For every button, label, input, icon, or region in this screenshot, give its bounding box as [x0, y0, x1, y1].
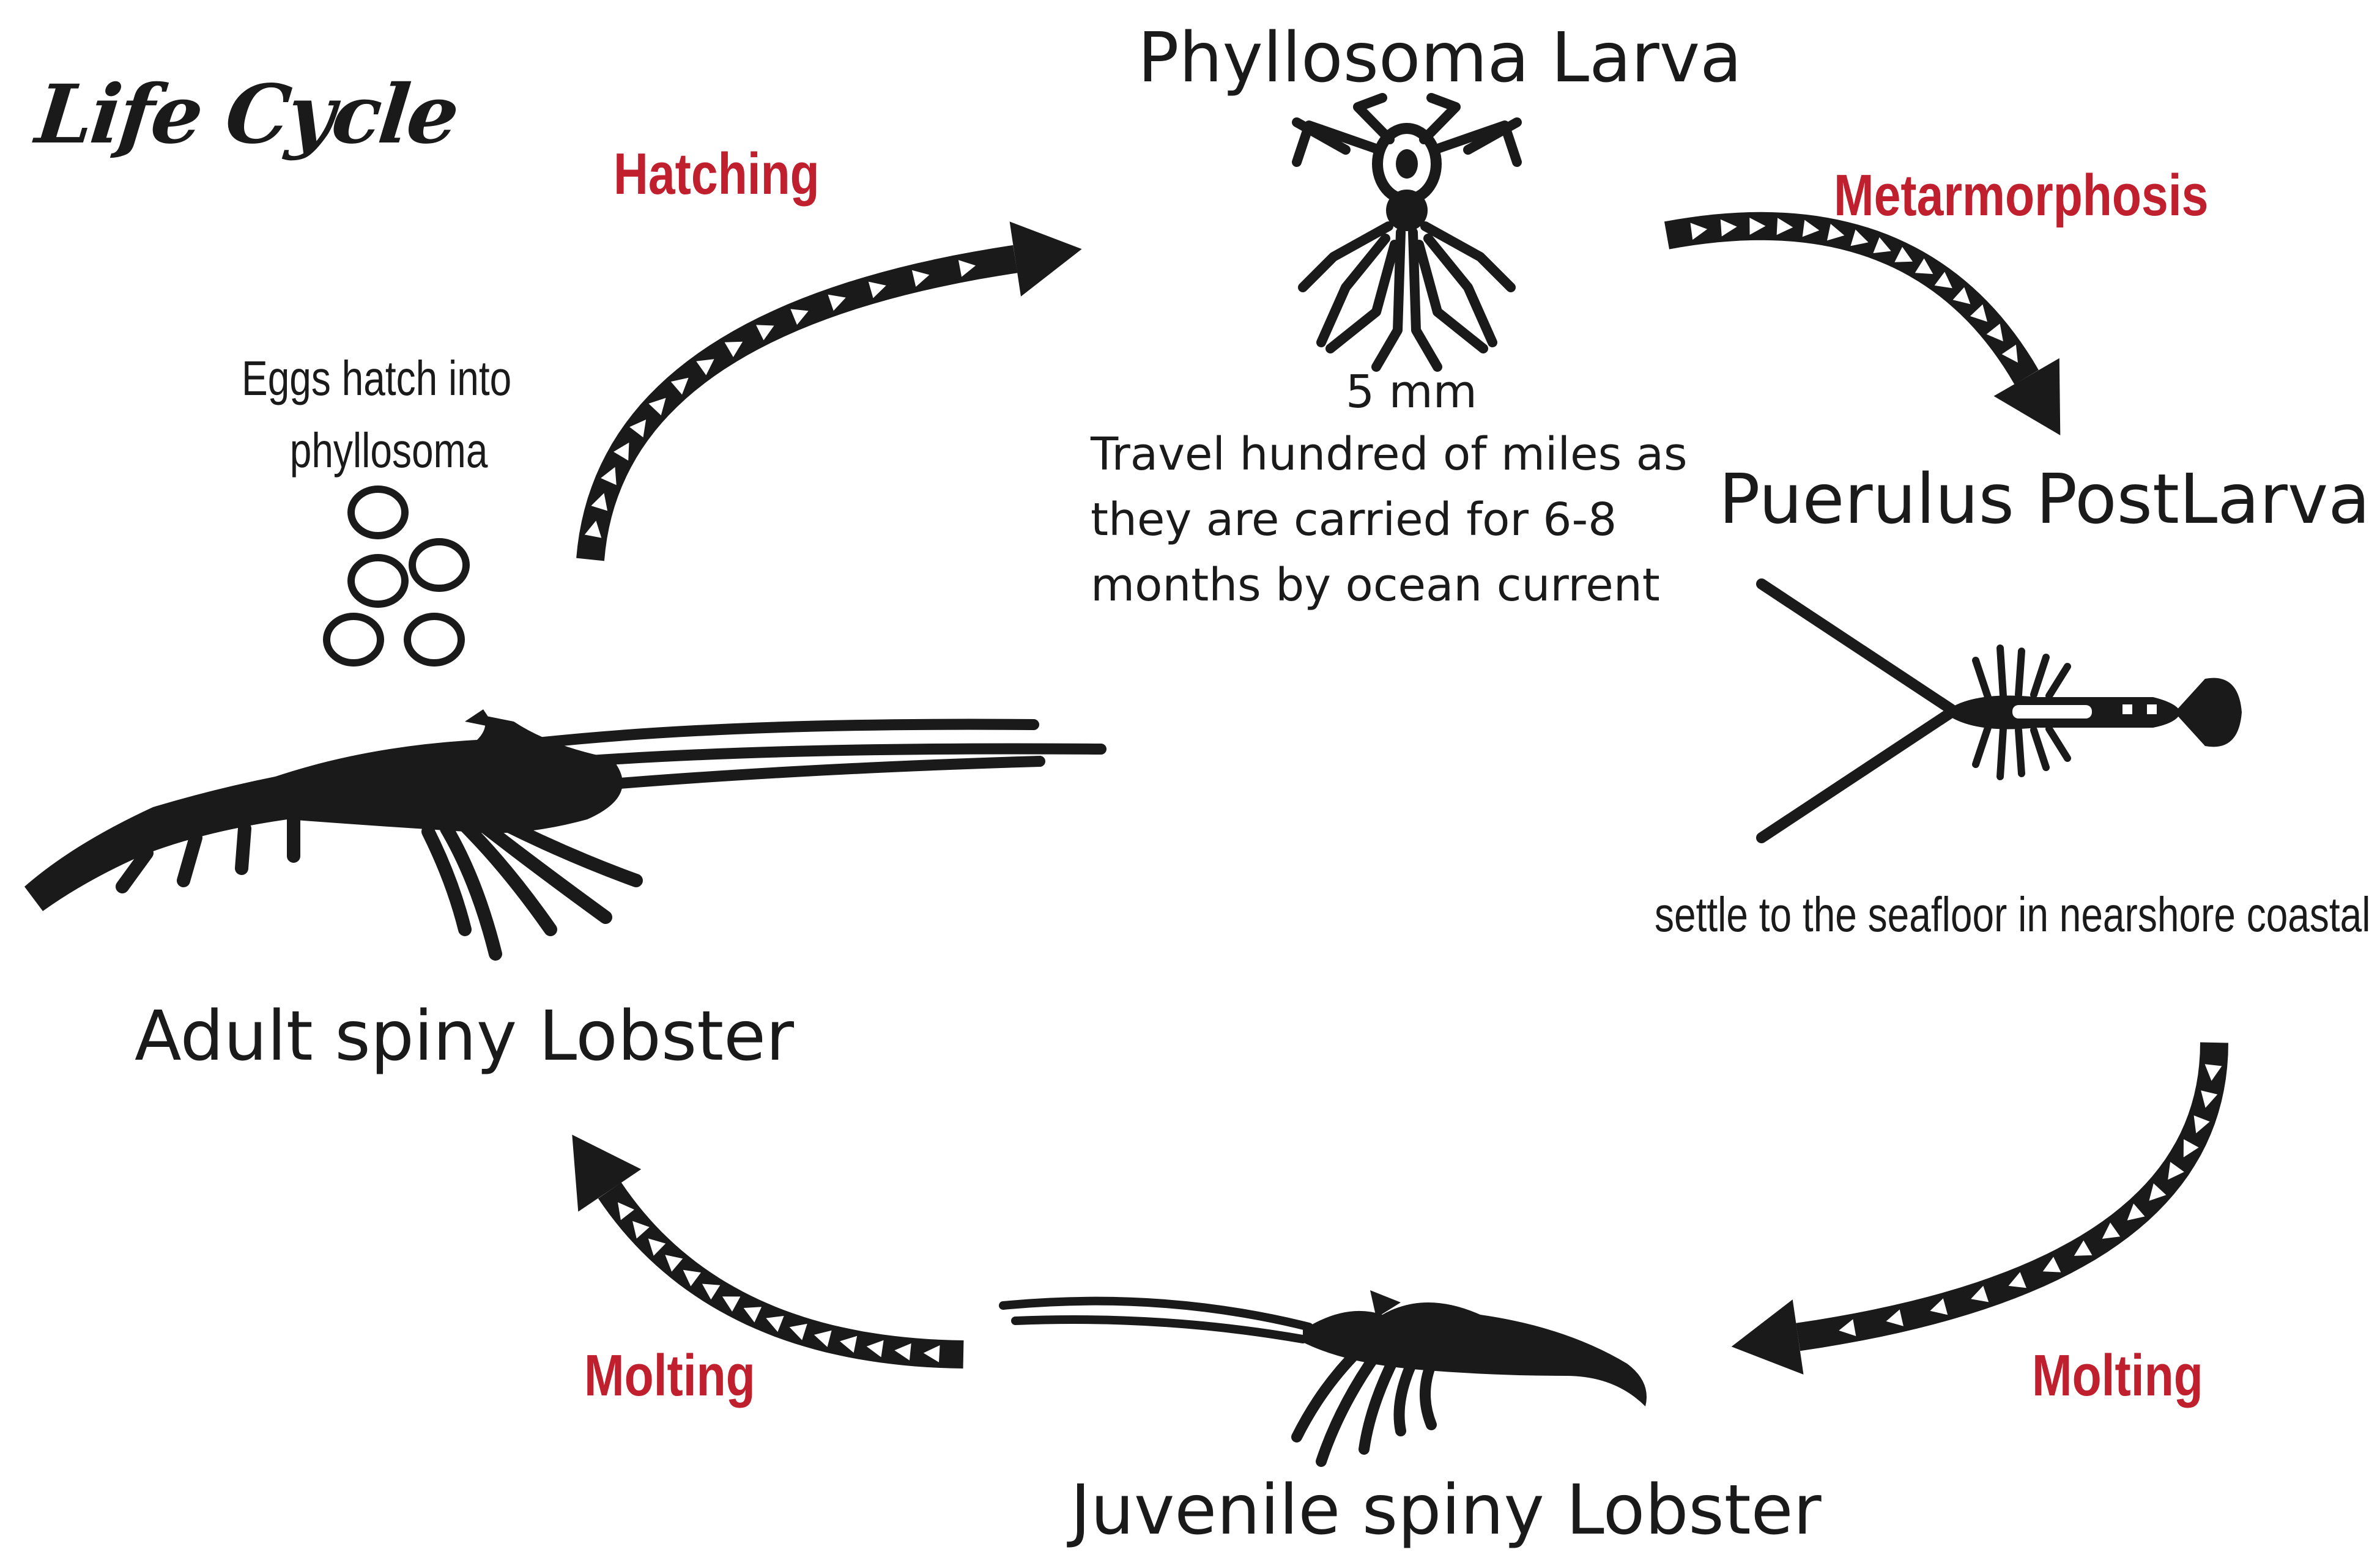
- puerulus-postlarva-icon: [1762, 584, 2242, 838]
- egg-icon: [407, 616, 461, 663]
- stage-label-adult: Adult spiny Lobster: [135, 997, 794, 1076]
- phyllosoma-note-line: they are carried for 6-8: [1091, 487, 1688, 553]
- eggs-note: Eggs hatch into phyllosoma: [242, 342, 511, 487]
- stage-label-phyllosoma: Phyllosoma Larva: [1138, 18, 1742, 98]
- metamorphosis-arrow: [1667, 218, 2060, 435]
- process-label-molting-right: Molting: [2032, 1342, 2203, 1409]
- adult-lobster-icon: [24, 709, 1101, 954]
- process-label-hatching: Hatching: [614, 141, 820, 208]
- juvenile-lobster-icon: [1003, 1290, 1647, 1461]
- eggs-note-line: Eggs hatch into: [242, 342, 511, 415]
- hatching-arrow: [585, 221, 1082, 560]
- egg-icon: [412, 542, 466, 588]
- process-label-molting-left: Molting: [584, 1342, 755, 1409]
- diagram-title: Life Cycle: [32, 67, 461, 162]
- egg-icon: [351, 489, 405, 536]
- molting-left-arrow: [572, 1135, 963, 1362]
- eggs-group: [327, 489, 466, 663]
- arrow-head: [1732, 1299, 1804, 1375]
- arrow-head: [1010, 221, 1082, 297]
- phyllosoma-note: Travel hundred of miles as they are carr…: [1091, 422, 1688, 618]
- phyllosoma-note-line: months by ocean current: [1091, 553, 1688, 618]
- process-label-metamorphosis: Metarmorphosis: [1834, 162, 2208, 229]
- phyllosoma-note-line: Travel hundred of miles as: [1091, 422, 1688, 487]
- molting-right-arrow: [1732, 1043, 2222, 1375]
- phyllosoma-size: 5 mm: [1346, 366, 1477, 418]
- puerulus-note: settle to the seafloor in nearshore coas…: [1655, 887, 2380, 943]
- stage-label-juvenile: Juvenile spiny Lobster: [1070, 1471, 1822, 1550]
- stage-label-puerulus: Puerulus PostLarva: [1719, 460, 2370, 539]
- egg-icon: [327, 616, 380, 663]
- egg-icon: [351, 558, 405, 604]
- eggs-note-line: phyllosoma: [242, 415, 511, 487]
- phyllosoma-larva-icon: [1297, 98, 1517, 367]
